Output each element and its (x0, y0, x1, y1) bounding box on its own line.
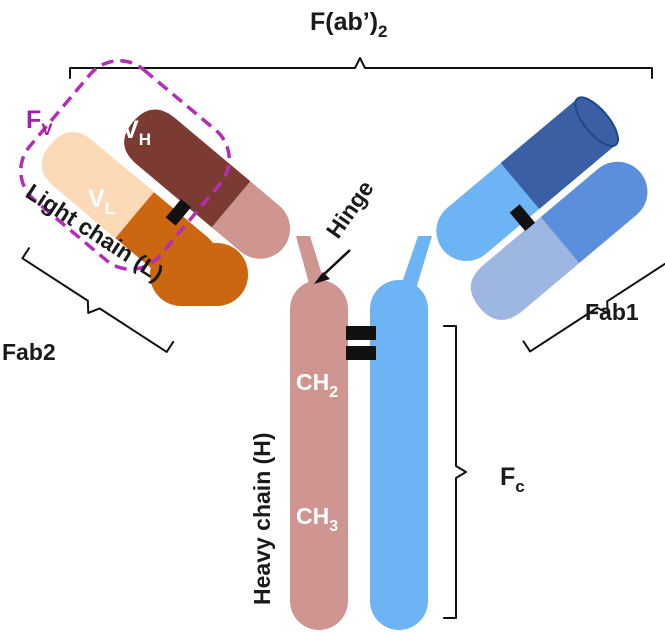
vl-label: VL (88, 185, 115, 218)
heavy-chain-left-stem (290, 280, 348, 630)
heavy-chain-right-stem (370, 280, 428, 630)
hinge-disulfide-1 (346, 326, 376, 340)
right-light-chain (470, 161, 648, 320)
fab2-brace (21, 247, 175, 353)
hinge-disulfide-2 (346, 346, 376, 360)
ch2-label: CH2 (296, 369, 338, 401)
fab2-outer-label: F(ab’)2 (310, 8, 388, 41)
cl-left-tail (150, 243, 248, 306)
hinge-label: Hinge (321, 176, 379, 243)
fc-label: Fc (500, 463, 525, 496)
hinge-arrow-line (319, 249, 351, 279)
hinge-arrow-head (314, 272, 330, 284)
right-fab-disulfide (509, 204, 536, 232)
right-cl-domain (470, 217, 580, 320)
vh-domain (124, 109, 251, 228)
right-fab-heavy (436, 96, 619, 261)
left-fab-heavy (124, 109, 291, 259)
left-fab-disulfide (165, 198, 192, 226)
vl-domain (41, 132, 154, 239)
fv-outline (19, 59, 231, 271)
heavy-chain-label: Heavy chain (H) (249, 432, 275, 605)
vh-label: VH (122, 116, 151, 149)
ch3-label: CH3 (296, 503, 338, 535)
fab1-brace (522, 246, 665, 353)
fv-label: FV (26, 106, 53, 139)
fab2-label: Fab2 (2, 339, 56, 365)
fab1-label: Fab1 (585, 299, 639, 325)
fc-brace (443, 325, 467, 619)
fab2-top-brace (69, 57, 653, 79)
right-vh-cap (574, 96, 619, 147)
